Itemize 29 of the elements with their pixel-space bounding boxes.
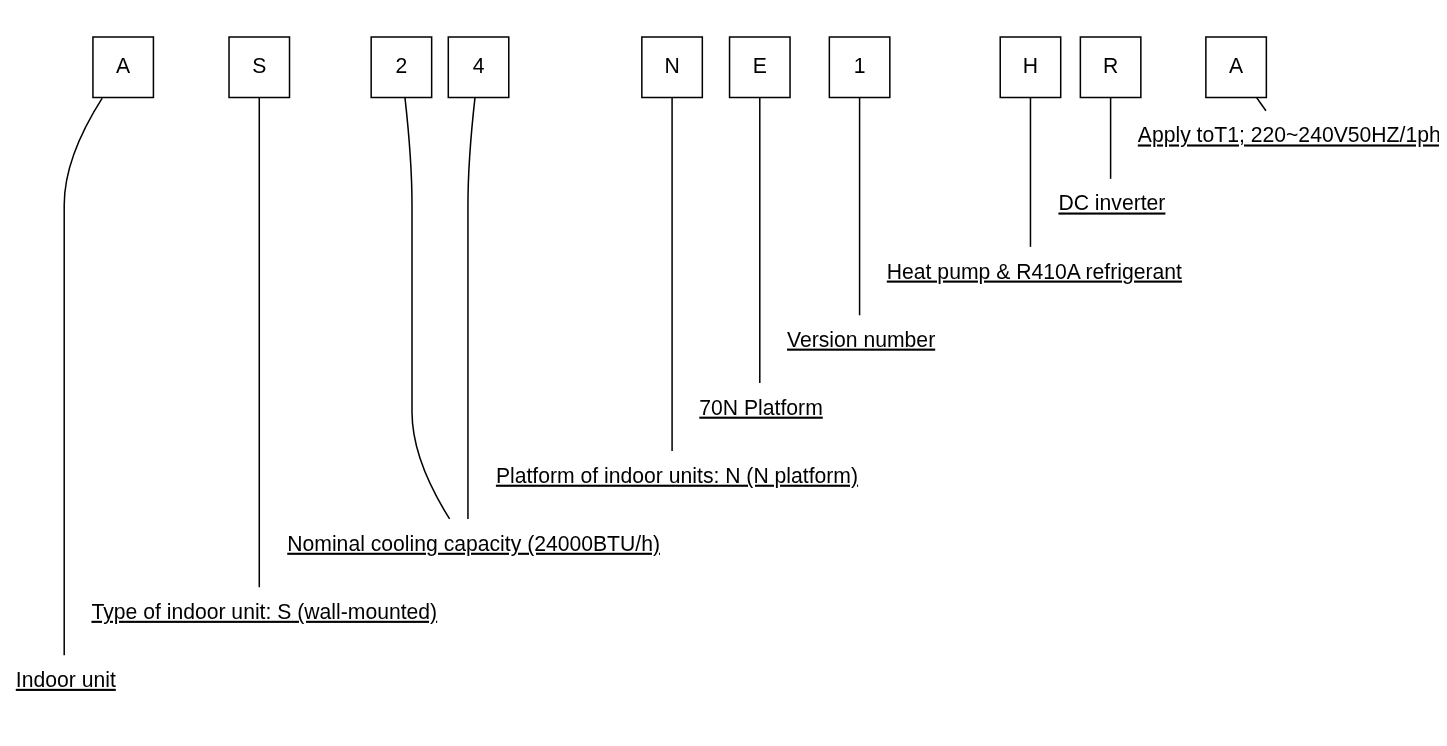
node-text: Apply toT1; 220~240V50HZ/1ph [1137,122,1441,146]
node-box: 2 [370,35,433,98]
connector [1029,96,1032,248]
connector [1109,96,1112,180]
node-text: Type of indoor unit: S (wall-mounted) [91,599,438,623]
node-box: 4 [447,35,510,98]
connector [258,96,261,588]
connector [858,96,861,316]
connector [671,96,673,452]
node-text: Nominal cooling capacity (24000BTU/h) [287,531,661,555]
node-box: E [728,35,791,98]
node-text: 70N Platform [699,395,823,419]
connector [63,96,103,656]
node-text: Indoor unit [15,667,116,691]
node-box: H [999,35,1062,98]
node-text: Version number [787,327,936,351]
node-box: 1 [828,35,891,98]
node-box: A [1205,35,1268,98]
connector [759,96,761,384]
node-box: N [641,35,704,98]
connector [1255,96,1267,111]
node-text: Heat pump & R410A refrigerant [886,259,1182,283]
node-text: DC inverter [1058,190,1166,214]
connector [467,96,476,520]
node-box: R [1079,35,1142,98]
connector [404,96,451,520]
node-text: Platform of indoor units: N (N platform) [495,463,859,487]
node-box: A [92,35,155,98]
node-box: S [228,35,291,98]
